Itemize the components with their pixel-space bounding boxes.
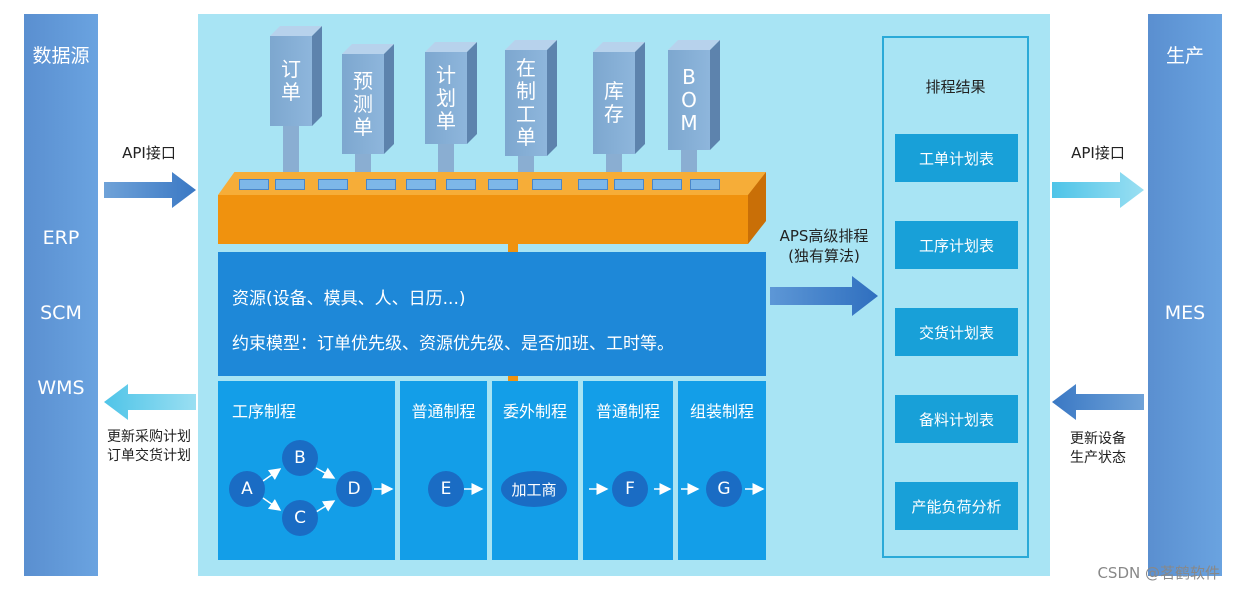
connector-bottom	[508, 376, 518, 381]
pillar-char: 测	[353, 91, 373, 116]
watermark: CSDN @茗鹤软件	[1097, 564, 1220, 582]
process-section-normal-1: 普通制程	[400, 381, 487, 560]
connector-top	[508, 242, 518, 252]
aps-arrow	[770, 276, 878, 316]
process-node-f: F	[612, 471, 648, 507]
left-api-label: API接口	[122, 144, 176, 162]
right-status-line2: 生产状态	[1070, 450, 1126, 466]
pillar-char: 单	[436, 108, 456, 133]
pillar-char: 预	[353, 68, 373, 93]
pillar-char: 制	[516, 79, 536, 103]
board-slot	[578, 179, 608, 190]
left-update-line2: 订单交货计划	[107, 448, 191, 464]
process-title-routing: 工序制程	[232, 402, 297, 421]
process-node-g: G	[706, 471, 742, 507]
board-slot	[532, 179, 562, 190]
scm-label: SCM	[40, 302, 82, 324]
left-update-arrow	[104, 384, 196, 420]
production-column: 生产 MES	[1148, 14, 1222, 576]
supplier-node: 加工商	[501, 471, 567, 507]
left-update-line1: 更新采购计划	[107, 429, 191, 445]
pillar-char: 在	[516, 56, 536, 80]
board-slot	[614, 179, 644, 190]
aps-line2: (独有算法)	[788, 247, 860, 265]
pillar-char: B	[682, 64, 696, 89]
board-slot	[366, 179, 396, 190]
board-slot	[690, 179, 720, 190]
result-work-order-plan: 工单计划表	[895, 134, 1018, 182]
board-slot	[239, 179, 269, 190]
pillar-char: O	[681, 87, 697, 112]
process-section-outsource: 委外制程	[492, 381, 578, 560]
process-section-normal-2: 普通制程	[583, 381, 673, 560]
pillar-char: 存	[604, 102, 624, 126]
production-title: 生产	[1165, 45, 1204, 67]
aps-label: APS高级排程 (独有算法)	[766, 226, 882, 266]
process-title-outsource: 委外制程	[502, 402, 567, 421]
result-material-plan: 备料计划表	[895, 395, 1018, 443]
result-capacity-analysis: 产能负荷分析	[895, 482, 1018, 530]
right-status-arrow	[1052, 384, 1144, 420]
right-status-line1: 更新设备	[1070, 431, 1126, 447]
pillar-char: 单	[353, 114, 373, 139]
resource-line: 资源(设备、模具、人、日历...)	[232, 289, 466, 309]
pillar-char: 划	[436, 85, 456, 110]
process-title-normal-2: 普通制程	[595, 402, 660, 421]
pillar-char: 库	[604, 79, 624, 103]
board-slot	[275, 179, 305, 190]
process-node-b: B	[282, 440, 318, 476]
process-title-normal-1: 普通制程	[411, 402, 476, 421]
data-source-title: 数据源	[32, 45, 90, 67]
board-side	[748, 172, 766, 244]
pillar-char: M	[680, 110, 698, 135]
process-node-a: A	[229, 471, 265, 507]
board-slot	[318, 179, 348, 190]
board-slot	[652, 179, 682, 190]
board-slot	[488, 179, 518, 190]
process-node-d: D	[336, 471, 372, 507]
left-update-label: 更新采购计划 订单交货计划	[98, 428, 200, 466]
right-status-label: 更新设备 生产状态	[1052, 430, 1144, 468]
process-section-assembly: 组装制程	[678, 381, 766, 560]
pillar-char: 单	[281, 80, 301, 104]
result-delivery-plan: 交货计划表	[895, 308, 1018, 356]
pillar-char: 单	[516, 125, 536, 149]
results-panel	[882, 36, 1029, 558]
left-api-arrow	[104, 172, 196, 208]
data-integration-board	[218, 195, 748, 244]
resource-panel: 资源(设备、模具、人、日历...) 约束模型：订单优先级、资源优先级、是否加班、…	[218, 252, 766, 376]
pillar-char: 订	[281, 57, 301, 81]
result-operation-plan: 工序计划表	[895, 221, 1018, 269]
erp-label: ERP	[42, 227, 80, 249]
pillar-char: 工	[516, 102, 536, 126]
process-node-e: E	[428, 471, 464, 507]
board-slot	[446, 179, 476, 190]
data-source-column: 数据源 ERP SCM WMS	[24, 14, 98, 576]
pillar-char: 计	[436, 62, 456, 87]
wms-label: WMS	[37, 377, 85, 399]
board-slot	[406, 179, 436, 190]
results-title: 排程结果	[925, 78, 986, 96]
process-node-c: C	[282, 500, 318, 536]
mes-label: MES	[1164, 302, 1206, 324]
process-title-assembly: 组装制程	[689, 402, 754, 421]
constraint-line: 约束模型：订单优先级、资源优先级、是否加班、工时等。	[232, 334, 674, 354]
right-api-arrow	[1052, 172, 1144, 208]
right-api-label: API接口	[1071, 144, 1125, 162]
aps-line1: APS高级排程	[779, 227, 869, 245]
